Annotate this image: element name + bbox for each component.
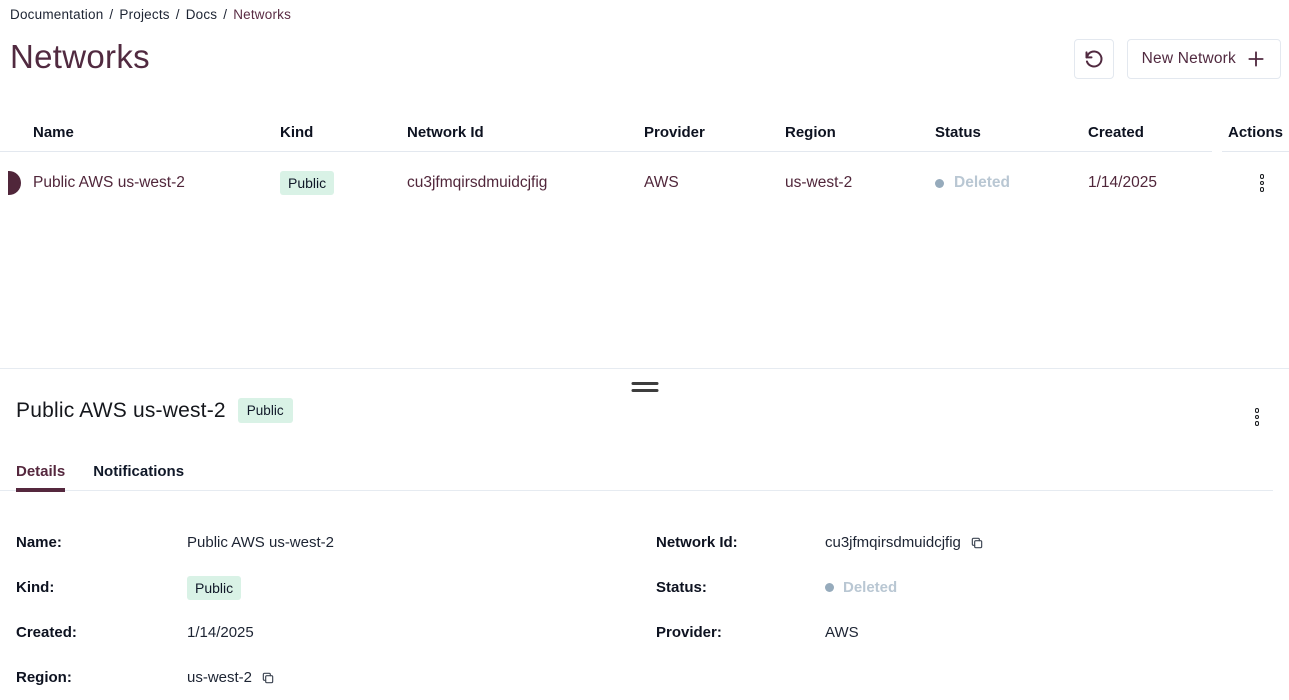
drawer-kind-badge: Public xyxy=(237,398,293,423)
kind-badge: Public xyxy=(280,171,335,195)
field-provider-label: Provider: xyxy=(656,624,722,641)
row-created-cell: 1/14/2025 xyxy=(1088,174,1157,191)
column-header-created[interactable]: Created xyxy=(1088,123,1144,141)
column-header-actions: Actions xyxy=(1227,123,1283,141)
field-region-text: us-west-2 xyxy=(187,669,253,686)
details-column-left: Name: Public AWS us-west-2 Kind: Public … xyxy=(0,520,640,700)
column-header-kind[interactable]: Kind xyxy=(280,123,314,141)
breadcrumb-item-docs[interactable]: Docs xyxy=(185,7,218,22)
field-name-label: Name: xyxy=(16,534,62,551)
tab-notifications[interactable]: Notifications xyxy=(93,463,185,480)
status-dot-icon xyxy=(825,583,834,592)
kind-badge: Public xyxy=(187,575,242,600)
copy-icon[interactable] xyxy=(261,671,275,685)
table-header-row: Name Kind Network Id Provider Region Sta… xyxy=(0,112,1289,152)
row-provider-cell: AWS xyxy=(644,174,679,191)
refresh-button[interactable] xyxy=(1073,39,1114,79)
field-region-value: us-west-2 xyxy=(187,669,275,686)
row-kebab-menu-icon[interactable] xyxy=(1257,171,1268,195)
row-status-cell: Deleted xyxy=(935,174,1088,192)
status-badge: Deleted xyxy=(954,174,1010,191)
header-divider-actions xyxy=(1222,151,1289,152)
row-actions-cell xyxy=(1222,171,1289,195)
field-network-id-text: cu3jfmqirsdmuidcjfig xyxy=(825,534,961,551)
row-network-id-cell: cu3jfmqirsdmuidcjfig xyxy=(407,174,548,191)
breadcrumb-separator: / xyxy=(175,7,180,22)
rotate-ccw-icon xyxy=(1084,49,1104,69)
breadcrumb-item-networks[interactable]: Networks xyxy=(233,7,292,22)
selected-row-indicator xyxy=(8,171,21,195)
details-grid: Name: Public AWS us-west-2 Kind: Public … xyxy=(0,520,1289,700)
status-dot-icon xyxy=(935,178,944,188)
row-kind-cell: Public xyxy=(280,171,407,195)
field-provider-value: AWS xyxy=(825,624,859,641)
field-network-id-label: Network Id: xyxy=(656,534,738,551)
header-actions: New Network xyxy=(1073,39,1281,79)
breadcrumb-separator: / xyxy=(223,7,228,22)
field-name: Name: Public AWS us-west-2 xyxy=(0,520,640,565)
field-created-value: 1/14/2025 xyxy=(187,624,254,641)
field-network-id: Network Id: cu3jfmqirsdmuidcjfig xyxy=(640,520,1289,565)
field-region-label: Region: xyxy=(16,669,72,686)
drawer-tabs: Details Notifications xyxy=(0,453,1273,492)
field-network-id-value: cu3jfmqirsdmuidcjfig xyxy=(825,534,984,551)
field-status-value: Deleted xyxy=(825,579,897,596)
row-name-link[interactable]: Public AWS us-west-2 xyxy=(33,174,185,191)
field-provider: Provider: AWS xyxy=(640,610,1289,655)
new-network-button[interactable]: New Network xyxy=(1126,39,1281,79)
column-header-region[interactable]: Region xyxy=(785,123,836,141)
plus-icon xyxy=(1246,49,1266,69)
breadcrumb-item-projects[interactable]: Projects xyxy=(119,7,170,22)
copy-icon[interactable] xyxy=(970,536,984,550)
field-kind-label: Kind: xyxy=(16,579,55,596)
tab-details[interactable]: Details xyxy=(16,453,66,492)
drawer-kebab-menu-icon[interactable] xyxy=(1252,405,1263,429)
column-header-provider[interactable]: Provider xyxy=(644,123,705,141)
details-column-right: Network Id: cu3jfmqirsdmuidcjfig Status:… xyxy=(640,520,1289,700)
status-badge: Deleted xyxy=(843,579,898,596)
column-header-network-id[interactable]: Network Id xyxy=(407,123,484,141)
column-header-status[interactable]: Status xyxy=(935,123,981,141)
breadcrumb: Documentation / Projects / Docs / Networ… xyxy=(10,7,291,22)
breadcrumb-separator: / xyxy=(109,7,114,22)
field-created: Created: 1/14/2025 xyxy=(0,610,640,655)
page-title: Networks xyxy=(10,38,150,75)
networks-table: Name Kind Network Id Provider Region Sta… xyxy=(0,112,1289,214)
details-drawer: Public AWS us-west-2 Public Details Noti… xyxy=(0,368,1289,700)
drag-handle-icon[interactable] xyxy=(629,380,660,394)
column-header-name[interactable]: Name xyxy=(33,123,74,141)
field-region: Region: us-west-2 xyxy=(0,655,640,700)
table-row[interactable]: Public AWS us-west-2 Public cu3jfmqirsdm… xyxy=(0,152,1289,214)
field-status: Status: Deleted xyxy=(640,565,1289,610)
field-created-label: Created: xyxy=(16,624,77,641)
drawer-title-row: Public AWS us-west-2 Public xyxy=(16,398,1273,423)
row-region-cell: us-west-2 xyxy=(785,174,853,191)
new-network-button-label: New Network xyxy=(1141,50,1236,67)
field-name-value: Public AWS us-west-2 xyxy=(187,534,334,551)
field-status-label: Status: xyxy=(656,579,707,596)
header-divider xyxy=(0,151,1212,152)
breadcrumb-item-documentation[interactable]: Documentation xyxy=(10,7,104,22)
field-kind-value: Public xyxy=(187,575,242,600)
drawer-title: Public AWS us-west-2 xyxy=(16,398,226,422)
field-kind: Kind: Public xyxy=(0,565,640,610)
